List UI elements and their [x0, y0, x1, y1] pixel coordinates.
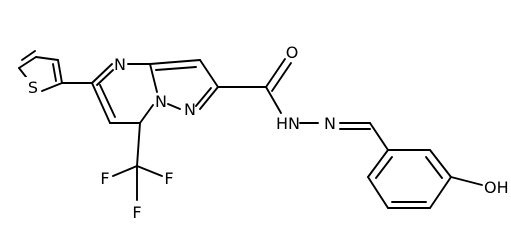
fluorine-label-right: F	[164, 169, 173, 188]
bond	[136, 122, 141, 167]
bond	[91, 63, 113, 84]
bond	[195, 87, 212, 107]
bond	[99, 84, 116, 118]
bond	[35, 56, 59, 61]
bond	[271, 62, 292, 92]
bond	[57, 59, 63, 84]
bond	[265, 58, 286, 88]
bond	[21, 50, 36, 61]
bond	[96, 69, 114, 86]
bond	[429, 149, 452, 178]
bridgehead-nitrogen-label: N	[155, 92, 167, 111]
pyrimidine-nitrogen-label: N	[114, 55, 126, 74]
bond	[265, 86, 282, 114]
bond	[425, 156, 443, 179]
bond	[167, 103, 181, 110]
molecule-drawing: S N N N O HN N F F F OH	[18, 43, 509, 222]
bond	[139, 104, 154, 124]
bond	[52, 63, 57, 82]
bond	[429, 176, 452, 209]
bonds	[18, 50, 483, 209]
bond	[136, 165, 163, 177]
sulfur-atom-label: S	[28, 78, 38, 97]
fluorine-label-bottom: F	[132, 203, 141, 222]
bond	[18, 56, 37, 69]
bond	[367, 149, 389, 178]
bond	[91, 82, 111, 124]
atom-labels: S N N N O HN N F F F OH	[24, 43, 509, 222]
bond	[367, 176, 389, 209]
bond	[112, 165, 138, 177]
atom-label-bg	[24, 77, 41, 97]
bond	[155, 66, 197, 71]
hydroxyl-label: OH	[484, 178, 509, 197]
pyrazole-nitrogen-label: N	[184, 100, 196, 119]
bond	[450, 176, 483, 186]
imine-nitrogen-label: N	[324, 114, 336, 133]
bond	[375, 156, 393, 179]
bond	[149, 63, 158, 93]
carbonyl-oxygen-label: O	[286, 43, 299, 62]
bond	[41, 82, 63, 92]
structure-diagram: S N N N O HN N F F F OH	[18, 43, 509, 222]
amide-nh-label: HN	[276, 114, 300, 133]
bond	[199, 86, 219, 110]
bond	[199, 59, 219, 88]
bond	[149, 59, 201, 65]
bond	[369, 122, 389, 151]
fluorine-label-left: F	[100, 169, 109, 188]
